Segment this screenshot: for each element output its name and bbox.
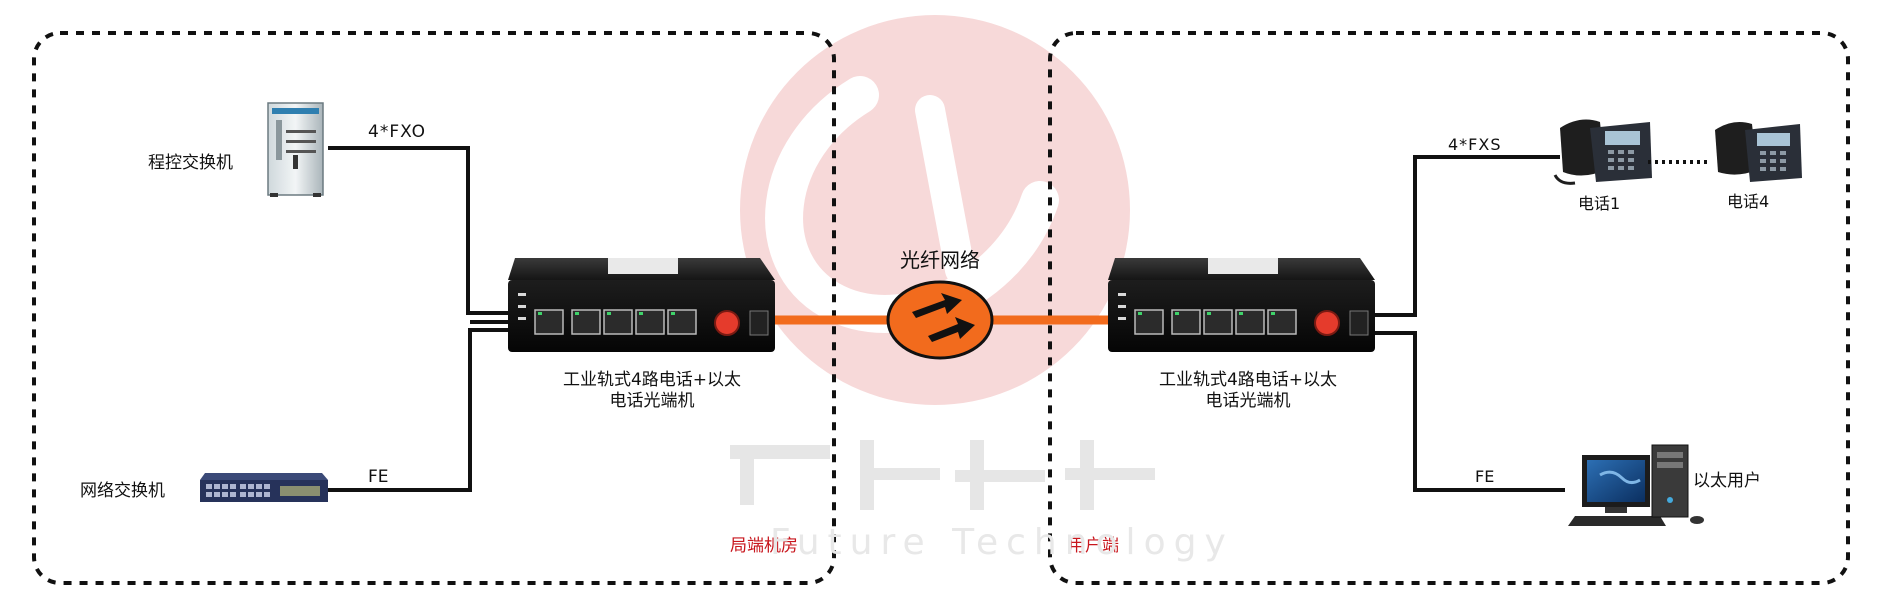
- cable-pbx-to-device: [328, 146, 508, 315]
- phone-4-icon: [1715, 122, 1802, 182]
- switch-link-label: FE: [368, 467, 389, 487]
- ethernet-link-label: FE: [1475, 467, 1495, 486]
- left-device-label-line1: 工业轨式4路电话+以太: [562, 370, 742, 390]
- right-zone-border: [1048, 31, 1850, 585]
- pbx-icon: [267, 102, 324, 197]
- switch-label: 网络交换机: [80, 481, 165, 501]
- network-switch-icon: [200, 473, 328, 502]
- left-zone-label: 局端机房: [730, 536, 798, 556]
- pbx-label: 程控交换机: [148, 153, 233, 173]
- phone-1-icon: [1553, 119, 1652, 185]
- cable-device-to-pc: [1375, 331, 1565, 492]
- cable-switch-to-device: [328, 328, 508, 492]
- pbx-link-label: 4*FXO: [368, 122, 427, 142]
- ethernet-user-label: 以太用户: [1693, 471, 1761, 491]
- watermark-english: Future Technology: [770, 522, 1234, 563]
- fiber-router-icon: [886, 280, 994, 360]
- desktop-pc-icon: [1568, 444, 1704, 526]
- right-optical-terminal-icon: [1108, 258, 1375, 352]
- right-zone-label: 用户端: [1068, 536, 1119, 556]
- left-device-label-line2: 电话光端机: [609, 391, 695, 411]
- watermark-cn-text: [730, 440, 1155, 510]
- left-optical-terminal-icon: [508, 258, 775, 352]
- watermark-logo: [740, 15, 1130, 405]
- phone-4-label: 电话4: [1727, 192, 1770, 211]
- phone-1-label: 电话1: [1578, 194, 1621, 213]
- left-zone-border: [32, 31, 836, 585]
- right-device-label-line2: 电话光端机: [1205, 391, 1291, 411]
- phone-link-label: 4*FXS: [1448, 135, 1502, 154]
- right-device-label-line1: 工业轨式4路电话+以太: [1158, 370, 1338, 390]
- fiber-network-label: 光纤网络: [900, 248, 980, 272]
- cable-device-to-phones: [1375, 155, 1560, 317]
